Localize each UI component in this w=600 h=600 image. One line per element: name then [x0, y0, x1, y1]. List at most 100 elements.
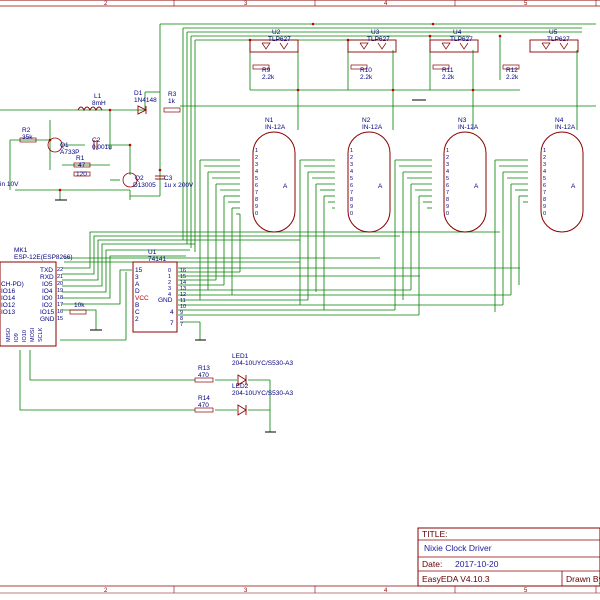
resistor-r1: [73, 162, 91, 168]
nixie-anode-label: A: [283, 183, 288, 190]
decoder-pin-number: 4: [170, 309, 174, 316]
decoder-out: 0: [168, 268, 171, 274]
nixie-pin: 4: [446, 169, 449, 175]
nixie-pin: 6: [543, 183, 546, 189]
q2-ref: Q2: [135, 175, 144, 182]
mcu-pin-number: 18: [57, 295, 63, 301]
mcu-pin: IO0: [42, 295, 53, 302]
col-marker: 4: [384, 1, 388, 7]
nixie-pin: 4: [350, 169, 353, 175]
mcu-pin-number: 21: [57, 274, 63, 280]
l1-value: 8mH: [92, 100, 106, 107]
nixie-ref: N4: [555, 117, 564, 124]
decoder-out-number: 13: [180, 286, 186, 292]
mcu-pin-number: 17: [57, 302, 63, 308]
nixie-pin: 2: [543, 155, 546, 161]
mcu-pin: IO10: [22, 330, 28, 342]
mcu-pin-number: 20: [57, 281, 63, 287]
resistor-r2: [19, 137, 37, 143]
mcu-pin: IO9: [14, 333, 20, 342]
mcu-pin: IO15: [40, 309, 54, 316]
c2-ref: C2: [92, 137, 101, 144]
transistor-q2: [122, 172, 138, 188]
mcu-pin: IO5: [42, 281, 53, 288]
nixie-pin: 5: [255, 176, 258, 182]
nixie-pin: 9: [255, 204, 258, 210]
nixie-group: N1 IN-12A A 1 2 3 4 5 6 7 8 9 0 N2 IN-12…: [252, 117, 584, 233]
l1-ref: L1: [94, 93, 102, 100]
nixie-anode-label: A: [571, 183, 576, 190]
nixie-ref: N3: [458, 117, 467, 124]
decoder-out-number: 9: [180, 310, 183, 316]
ground-symbols: [55, 99, 426, 433]
opto-part: TLP627: [547, 36, 570, 43]
c2-value: 0.001u: [92, 144, 112, 151]
opto-ref: U2: [272, 29, 281, 36]
decoder-pin: 2: [135, 316, 139, 323]
nixie-pin: 2: [350, 155, 353, 161]
opto-resistor-value: 2.2k: [262, 74, 275, 81]
decoder-pin: 3: [135, 274, 139, 281]
nixie-part: IN-12A: [555, 124, 576, 131]
nixie-ref: N1: [265, 117, 274, 124]
drawing-date: 2017-10-20: [455, 559, 499, 569]
resistor-r14: [194, 407, 214, 413]
r3-value: 1k: [168, 98, 176, 105]
nixie-pin: 1: [350, 148, 353, 154]
nixie-pin: 6: [255, 183, 258, 189]
nixie-n2: N2 IN-12A A 1 2 3 4 5 6 7 8 9 0: [347, 117, 391, 233]
mcu-pin: MOSI: [30, 327, 36, 342]
nixie-pin: 8: [446, 197, 449, 203]
vin-label: in 10V: [0, 181, 19, 188]
nixie-pin: 8: [255, 197, 258, 203]
mcu-part: ESP-12E(ESP8266): [14, 254, 73, 261]
led-resistor-value: 470: [198, 372, 209, 379]
nixie-pin: 0: [255, 211, 258, 217]
decoder-out: 2: [168, 280, 171, 286]
mcu-pin: SCLK: [38, 327, 44, 342]
resistor-120: [73, 171, 91, 177]
q2-value: D13005: [133, 182, 156, 189]
led-resistor-ref: R14: [198, 395, 210, 402]
opto-u5: U5 TLP627 R12 2.2k: [502, 29, 579, 81]
q1-ref: Q1: [60, 142, 69, 149]
mcu-pin: GND: [40, 316, 55, 323]
decoder-pin: B: [135, 302, 139, 309]
decoder-part: 74141: [148, 256, 166, 263]
led-ref: LED1: [232, 353, 249, 360]
mcu-resistor-value: 10k: [74, 302, 85, 309]
wires: [0, 23, 596, 432]
nixie-pin: 6: [446, 183, 449, 189]
drawing-title: Nixie Clock Driver: [424, 543, 492, 553]
mcu-pin: CH-PD): [1, 281, 24, 288]
led1-icon: [237, 374, 247, 386]
nixie-pin: 3: [446, 162, 449, 168]
column-markers-top: 2 3 4 5: [104, 1, 528, 7]
nixie-pin: 2: [255, 155, 258, 161]
opto-ref: U5: [549, 29, 558, 36]
nixie-ref: N2: [362, 117, 371, 124]
title-block-tool: EasyEDA V4.10.3: [422, 574, 490, 584]
decoder-out: 4: [168, 292, 171, 298]
decoder-74141: U1 74141 15 3 A D VCC B C 2 GND 4 7 0 1 …: [132, 249, 186, 333]
opto-resistor-ref: R9: [262, 67, 271, 74]
decoder-out-number: 15: [180, 274, 186, 280]
opto-resistor-value: 2.2k: [360, 74, 373, 81]
nixie-pin: 0: [446, 211, 449, 217]
col-marker: 2: [104, 588, 108, 594]
power-supply: L1 8mH D1 1N4148 R3 1k R2 35k Q1 A733P C…: [0, 90, 194, 189]
nixie-part: IN-12A: [458, 124, 479, 131]
nixie-n1: N1 IN-12A A 1 2 3 4 5 6 7 8 9 0: [252, 117, 296, 233]
col-marker: 5: [524, 588, 528, 594]
r1-value: 47: [78, 162, 86, 169]
nixie-pin: 4: [543, 169, 546, 175]
nixie-n3: N3 IN-12A A 1 2 3 4 5 6 7 8 9 0: [443, 117, 487, 233]
r2-value: 35k: [22, 134, 33, 141]
nixie-pin: 9: [543, 204, 546, 210]
led-resistor-value: 470: [198, 402, 209, 409]
nixie-pin: 6: [350, 183, 353, 189]
mcu-esp12e: MK1 ESP-12E(ESP8266) TXD RXD IO5 IO4 IO0…: [0, 247, 87, 347]
r1-ref: R1: [76, 155, 85, 162]
decoder-out-number: 14: [180, 280, 186, 286]
diode-d1: [137, 105, 148, 115]
